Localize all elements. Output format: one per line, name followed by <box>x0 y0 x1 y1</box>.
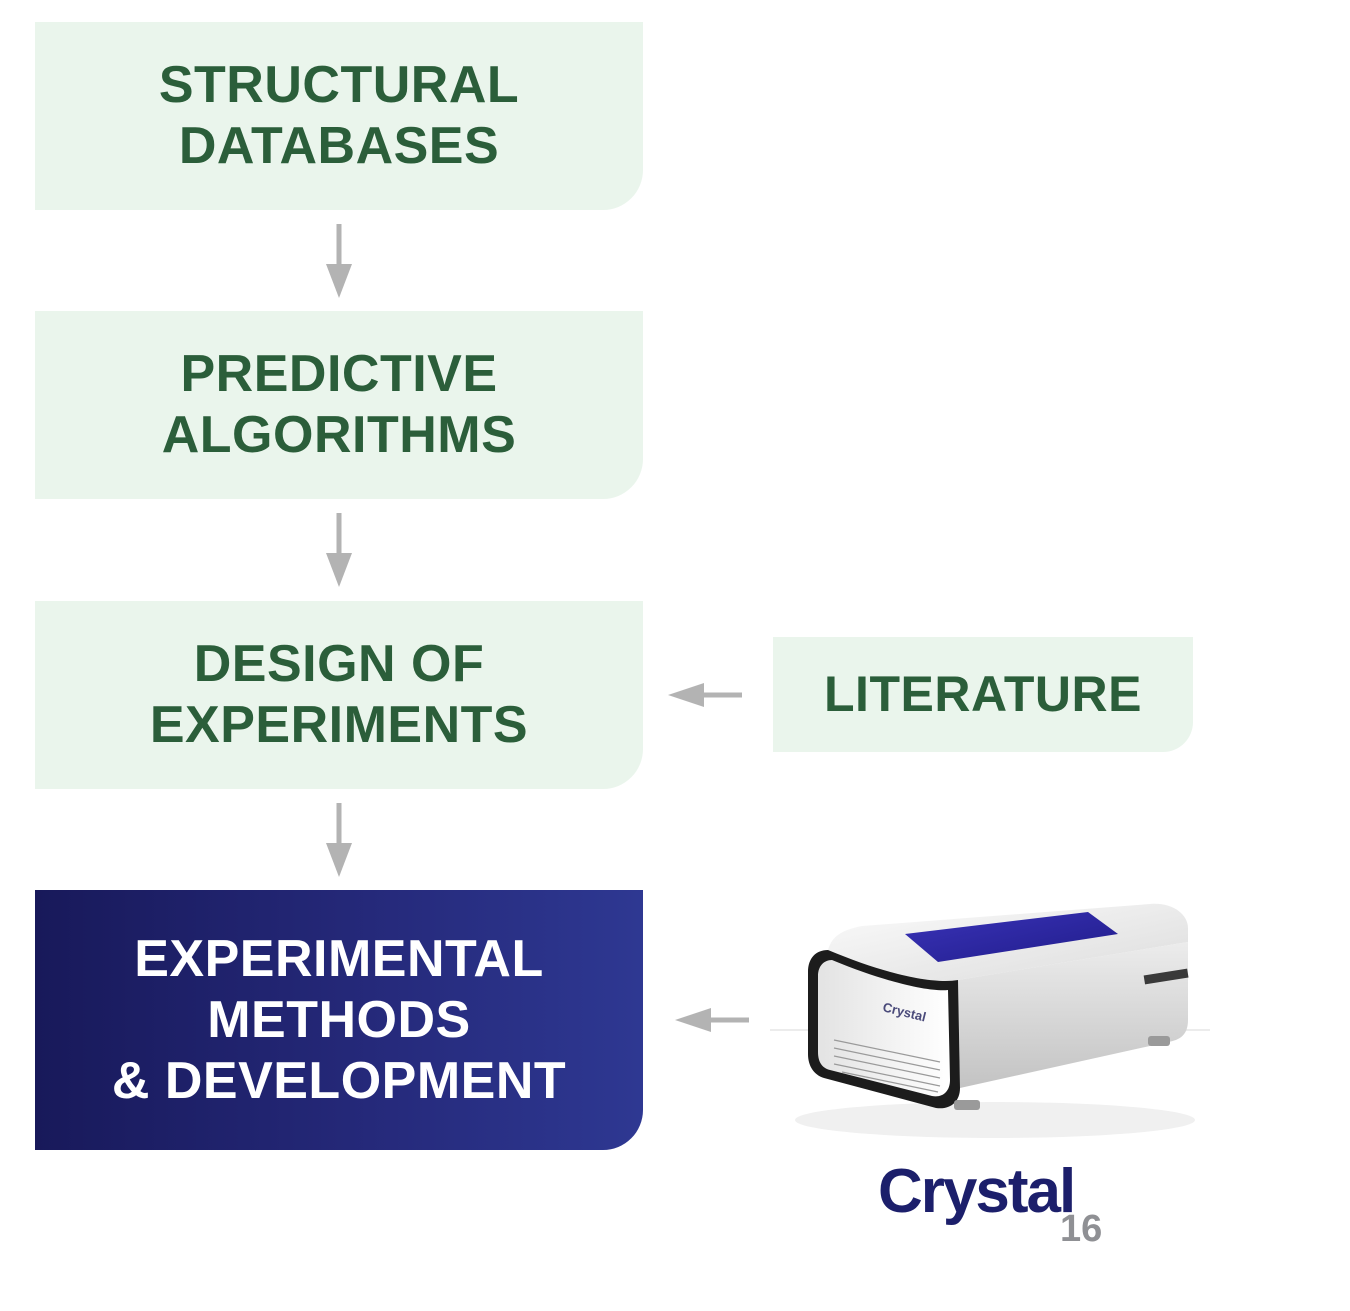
arrow-down-icon <box>326 803 352 877</box>
box-label-line: EXPERIMENTAL <box>134 929 544 988</box>
box-experimental-methods: EXPERIMENTAL METHODS & DEVELOPMENT <box>35 890 643 1150</box>
box-label-line: DATABASES <box>178 117 500 175</box>
crystal16-logo: Crystal 16 <box>878 1152 1118 1252</box>
box-literature-label: LITERATURE <box>824 666 1142 722</box>
box-design-of-experiments: DESIGN OF EXPERIMENTS <box>35 601 643 789</box>
box-label-line: & DEVELOPMENT <box>111 1051 567 1110</box>
box-literature: LITERATURE <box>773 637 1193 752</box>
box-label-line: EXPERIMENTS <box>149 696 529 754</box>
arrow-down-icon <box>326 224 352 298</box>
crystal16-device-image: Crystal <box>770 903 1210 1138</box>
box-label-line: METHODS <box>207 990 471 1049</box>
logo-word: Crystal <box>878 1157 1076 1226</box>
box-label-line: DESIGN OF <box>193 635 485 693</box>
box-predictive-algorithms: PREDICTIVE ALGORITHMS <box>35 311 643 499</box>
box-label-line: ALGORITHMS <box>161 406 517 464</box>
box-structural-databases: STRUCTURAL DATABASES <box>35 22 643 210</box>
logo-number: 16 <box>1060 1208 1103 1250</box>
arrow-down-icon <box>326 513 352 587</box>
box-label-line: STRUCTURAL <box>158 56 520 114</box>
arrow-left-icon <box>675 1008 749 1032</box>
arrow-left-icon <box>668 683 742 707</box>
box-label-line: PREDICTIVE <box>180 345 498 403</box>
